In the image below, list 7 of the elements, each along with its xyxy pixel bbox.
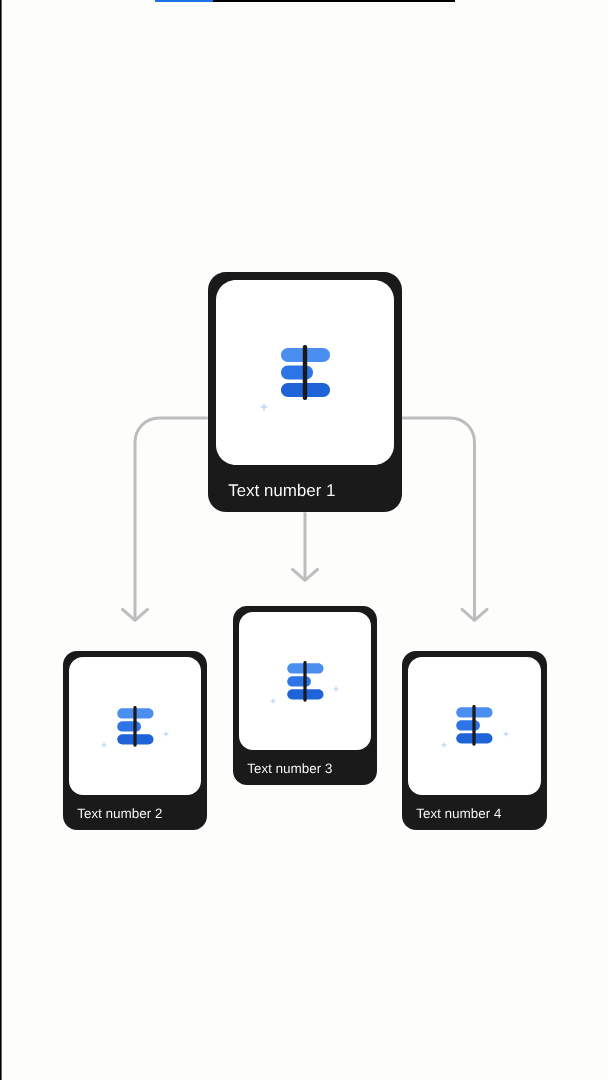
arrow [402, 416, 489, 622]
arrow [291, 512, 319, 582]
card: Text number 3 [233, 606, 377, 785]
card: Text number 2 [63, 651, 207, 830]
arrow [121, 416, 208, 622]
card: Text number 1 [208, 272, 402, 512]
card: Text number 4 [402, 651, 547, 830]
